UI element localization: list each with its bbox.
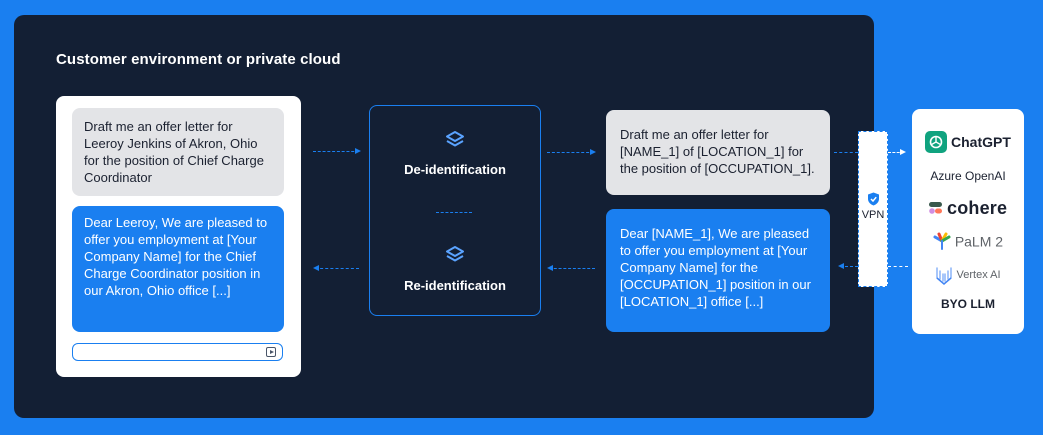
assistant-message-bubble: Dear Leeroy, We are pleased to offer you… <box>72 206 284 332</box>
openai-icon <box>925 131 948 153</box>
shield-check-icon <box>868 192 879 206</box>
arrow-llm-to-vpn <box>888 266 908 267</box>
llm-label: BYO LLM <box>941 297 995 311</box>
vertex-ai-icon <box>936 267 953 285</box>
llm-azure-openai: Azure OpenAI <box>912 169 1024 183</box>
arrow-to-redacted-prompt <box>547 149 596 155</box>
arrow-to-deidentification <box>313 148 361 154</box>
llm-label: cohere <box>946 197 1008 218</box>
palm-icon <box>933 232 951 251</box>
user-message-bubble: Draft me an offer letter for Leeroy Jenk… <box>72 108 284 196</box>
llm-label: Vertex AI <box>956 269 1001 281</box>
arrow-from-reidentification <box>313 265 359 271</box>
environment-title: Customer environment or private cloud <box>56 51 341 68</box>
llm-chatgpt: ChatGPT <box>912 131 1024 153</box>
llm-label: Azure OpenAI <box>930 169 1006 183</box>
llm-palm: PaLM 2 <box>912 232 1024 251</box>
chat-window: Draft me an offer letter for Leeroy Jenk… <box>56 96 301 377</box>
arrow-vpn-to-llm <box>888 149 906 155</box>
layers-icon <box>446 246 464 262</box>
reidentification-label: Re-identification <box>404 278 506 293</box>
processing-box: De-identification Re-identification <box>369 105 541 316</box>
send-icon[interactable] <box>266 347 276 357</box>
llm-vertex-ai: Vertex AI <box>912 264 1024 286</box>
arrow-vpn-to-response <box>838 263 858 269</box>
process-separator <box>436 212 472 213</box>
arrow-prompt-to-vpn <box>834 152 858 153</box>
vpn-label: VPN <box>861 209 885 221</box>
llm-providers-panel: ChatGPT Azure OpenAI cohere PaLM 2 Verte… <box>912 109 1024 334</box>
chat-input[interactable] <box>72 343 283 361</box>
arrow-to-reidentification <box>547 265 595 271</box>
llm-byo: BYO LLM <box>912 297 1024 311</box>
vpn-tunnel: VPN <box>858 131 888 287</box>
deidentification-label: De-identification <box>404 162 506 177</box>
cohere-icon <box>928 202 942 215</box>
redacted-prompt-bubble: Draft me an offer letter for [NAME_1] of… <box>606 110 830 195</box>
layers-icon <box>446 131 464 147</box>
redacted-response-bubble: Dear [NAME_1], We are pleased to offer y… <box>606 209 830 332</box>
llm-label: PaLM 2 <box>954 233 1004 250</box>
llm-cohere: cohere <box>912 197 1024 219</box>
llm-label: ChatGPT <box>951 134 1011 150</box>
